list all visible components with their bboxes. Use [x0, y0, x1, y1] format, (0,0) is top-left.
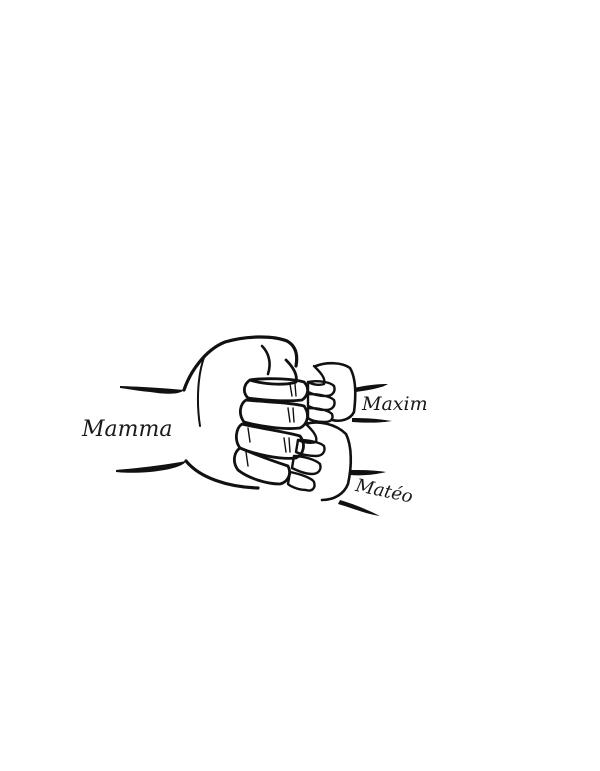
adult-hand-outline	[182, 335, 299, 490]
child-top-fingers	[306, 380, 336, 424]
adult-forearm-bottom-stroke	[116, 461, 186, 473]
adult-thumb	[248, 358, 298, 386]
label-maxim: Maxim	[361, 393, 428, 415]
child-top-forearm-top-stroke	[354, 384, 388, 392]
child-bottom-fingers	[286, 438, 326, 492]
label-mamma: Mamma	[81, 417, 172, 442]
child-fist-bottom-icon	[286, 421, 386, 516]
child-top-forearm-bottom-stroke	[352, 418, 392, 423]
adult-forearm-top-stroke	[120, 386, 184, 394]
adult-crease-marks	[245, 383, 297, 467]
child-bottom-hand-outline	[304, 421, 353, 502]
child-fist-top-icon	[306, 361, 392, 424]
adult-finger-2	[239, 398, 309, 430]
child-top-hand-outline	[314, 361, 357, 423]
child-top-thumb	[306, 364, 326, 387]
label-mateo: Matéo	[353, 475, 415, 508]
child-bottom-forearm-bottom-stroke	[338, 500, 380, 516]
adult-knuckle-top	[260, 344, 271, 376]
adult-wrist-shadow	[196, 354, 206, 427]
child-bottom-forearm-top-stroke	[350, 470, 386, 476]
adult-finger-1	[243, 377, 309, 403]
adult-finger-4	[233, 446, 291, 486]
adult-finger-3	[235, 422, 305, 460]
adult-fist-icon	[116, 335, 309, 490]
